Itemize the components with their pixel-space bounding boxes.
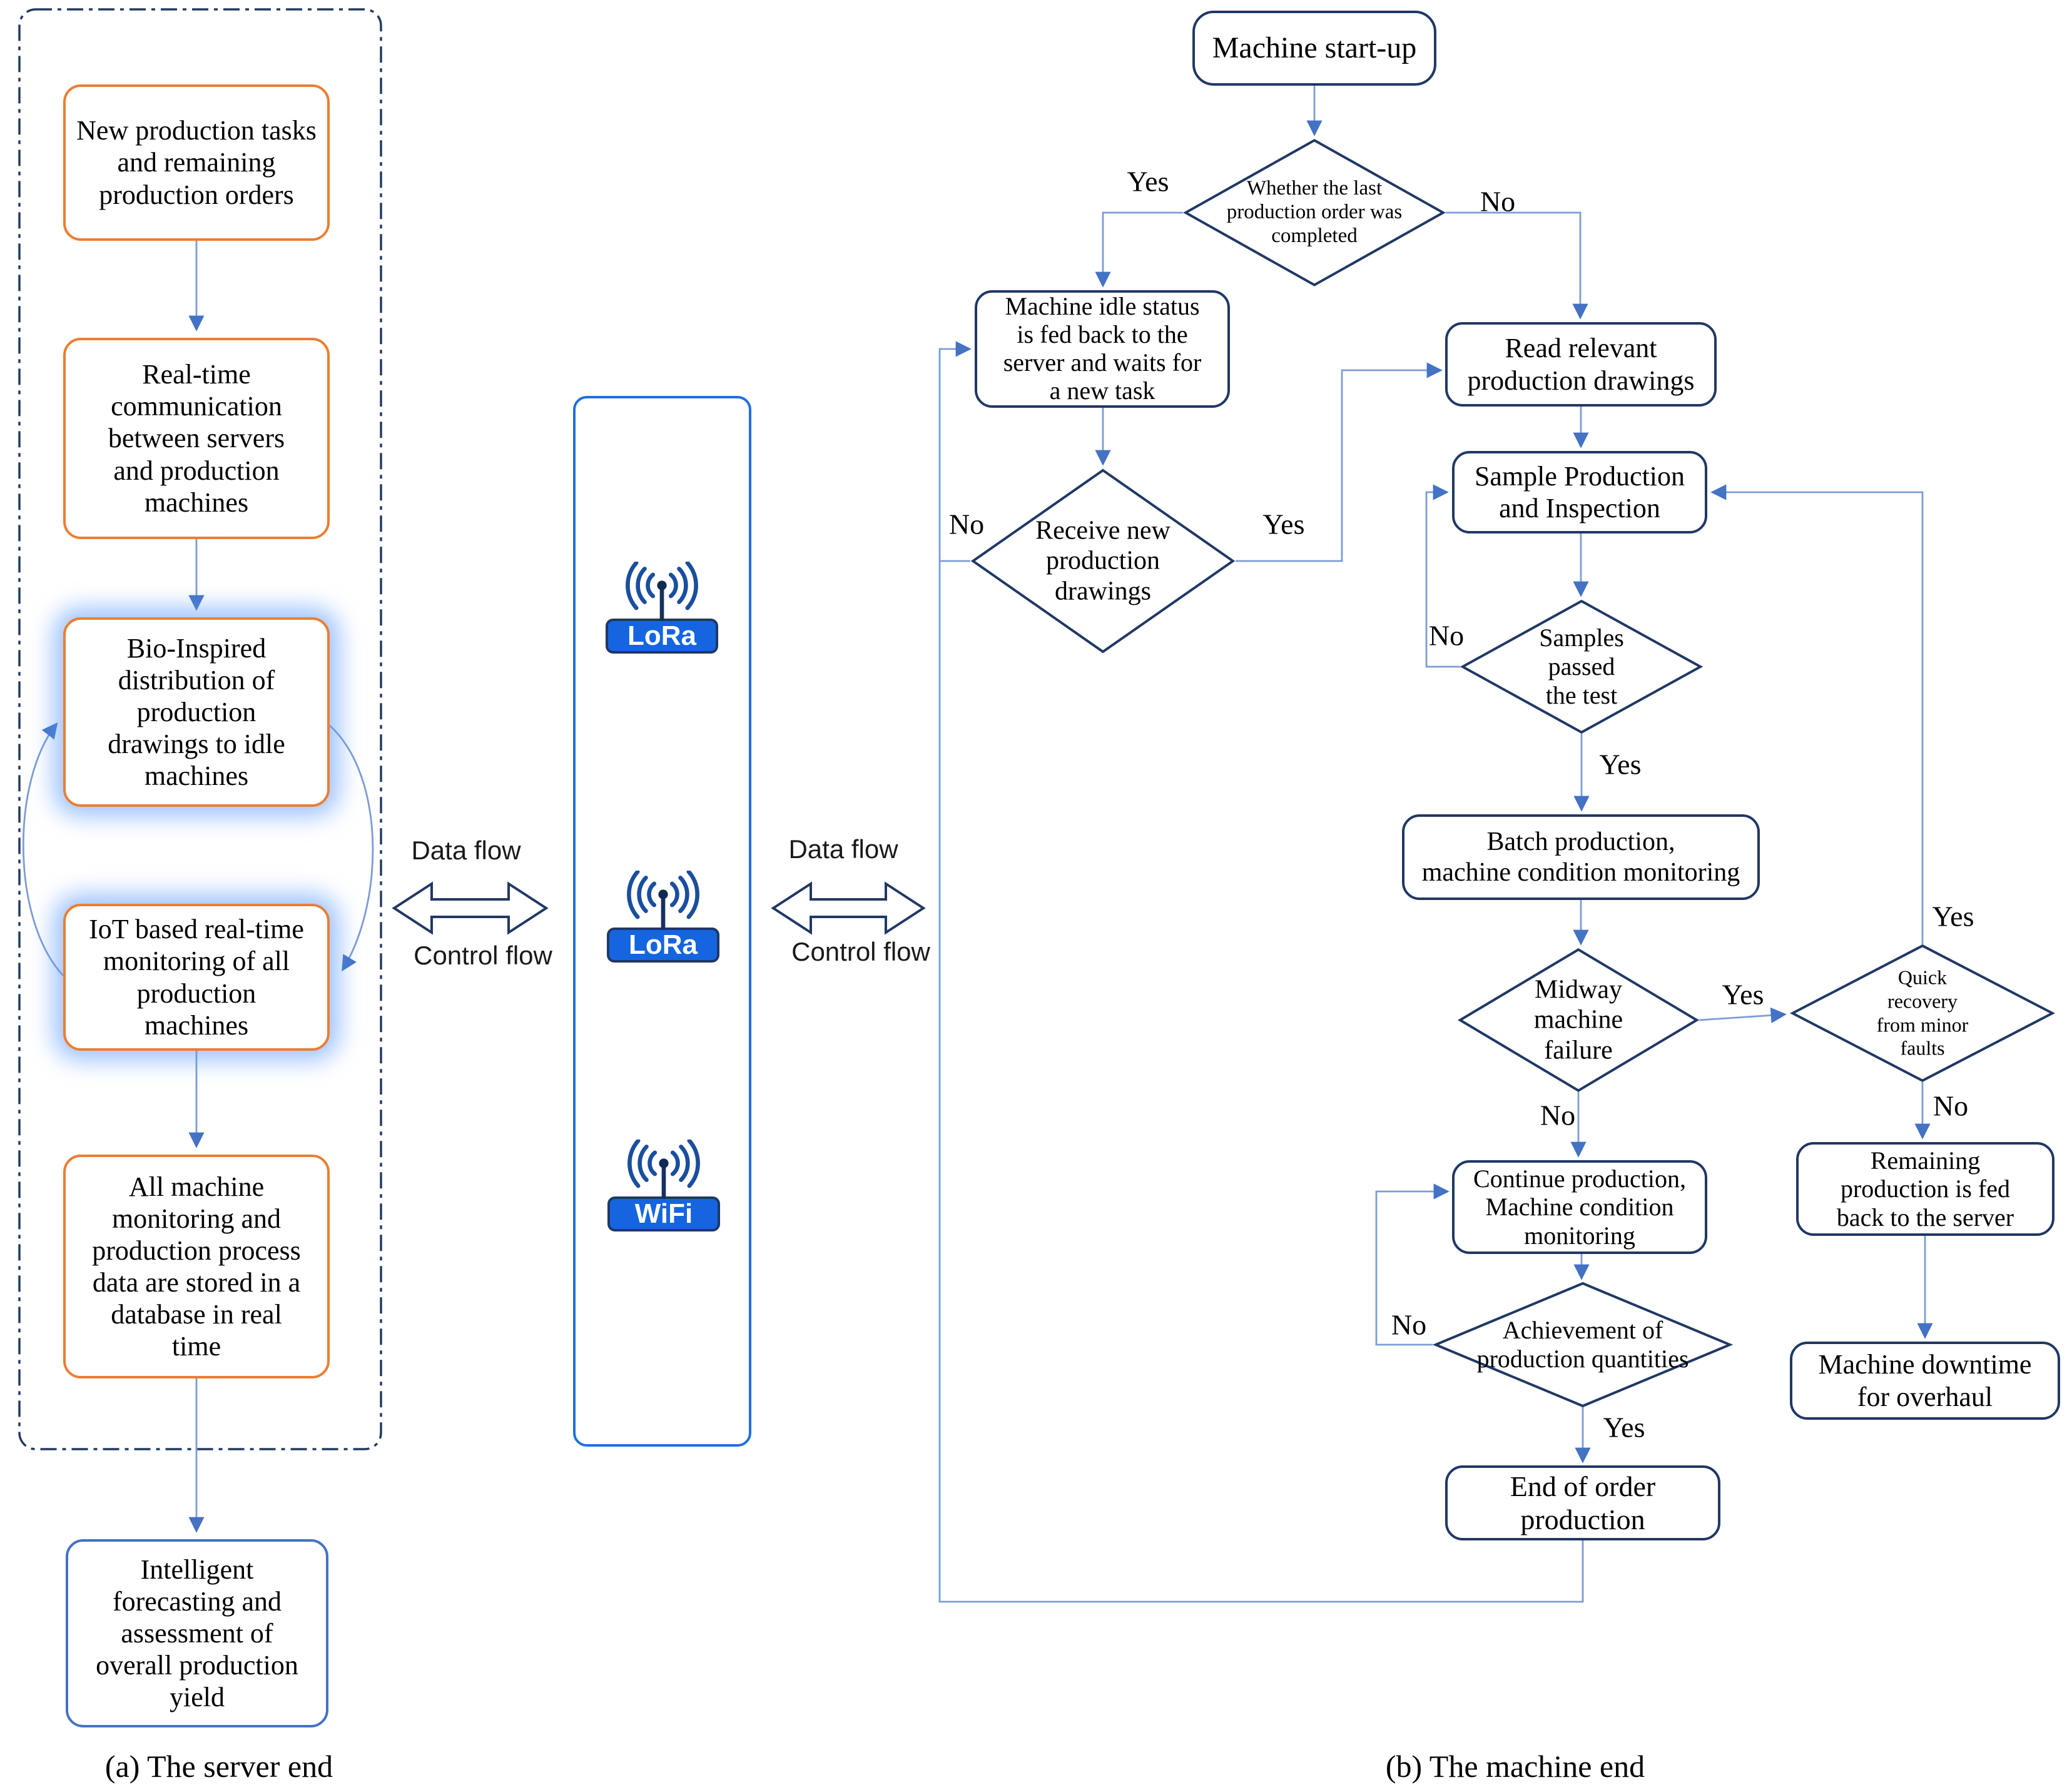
loop-samples-no [1425, 484, 1460, 668]
edge-label-yes: Yes [1932, 900, 1974, 933]
decision-midway-failure: Midway machine failure [1458, 948, 1699, 1092]
machine-node-remaining-production-label: Remaining production is fed back to the … [1836, 1146, 2014, 1231]
arc-bio-to-iot [329, 724, 374, 972]
server-node-realtime-communication-label: Real-time communication between servers … [108, 359, 285, 518]
edge-label-no: No [1540, 1099, 1576, 1131]
server-node-realtime-communication: Real-time communication between servers … [63, 338, 330, 539]
arrow-whether-no [1446, 211, 1588, 320]
decision-receive-drawings-label: Receive new production drawings [1035, 516, 1171, 606]
edge-label-yes: Yes [1127, 165, 1169, 198]
machine-node-idle-status: Machine idle status is fed back to the s… [975, 290, 1230, 408]
edge-label-yes: Yes [1262, 508, 1305, 540]
machine-node-continue-production: Continue production, Machine condition m… [1452, 1160, 1707, 1254]
decision-receive-drawings: Receive new production drawings [970, 468, 1236, 654]
gateway-device-lora-2: LoRa [582, 871, 744, 963]
machine-node-read-drawings: Read relevant production drawings [1445, 322, 1717, 407]
edge-label-no: No [948, 508, 985, 540]
machine-node-batch-production: Batch production, machine condition moni… [1402, 814, 1760, 900]
data-flow-label-left: Data flow [411, 836, 521, 865]
lora-badge: LoRa [606, 619, 718, 654]
diamond-shape [1790, 944, 2055, 1082]
decision-samples-passed: Samples passed the test [1460, 600, 1703, 734]
diamond-shape [1183, 139, 1446, 286]
edge-label-no: No [1932, 1090, 1969, 1122]
machine-node-read-drawings-label: Read relevant production drawings [1467, 333, 1695, 396]
server-panel-border [18, 8, 382, 1450]
caption-machine-end: (b) The machine end [1385, 1749, 1645, 1784]
control-flow-label-left: Control flow [414, 941, 552, 970]
gateway-device-wifi: WiFi [582, 1140, 745, 1231]
server-node-forecasting: Intelligent forecasting and assessment o… [66, 1539, 328, 1727]
machine-node-end-of-order-label: End of order production [1510, 1470, 1656, 1535]
machine-node-downtime-label: Machine downtime for overhaul [1818, 1349, 2032, 1412]
server-node-bio-inspired: Bio-Inspired distribution of production … [63, 617, 330, 807]
machine-node-sample-production: Sample Production and Inspection [1452, 451, 1707, 533]
decision-samples-passed-label: Samples passed the test [1539, 624, 1624, 709]
decision-achievement-quantities: Achievement of production quantities [1433, 1282, 1733, 1407]
dataflow-double-arrow-left-icon [392, 881, 549, 935]
decision-midway-failure-label: Midway machine failure [1533, 975, 1623, 1065]
server-node-iot-monitoring-label: IoT based real-time monitoring of all pr… [89, 914, 304, 1041]
arrow-whether-yes [1095, 211, 1183, 288]
decision-whether-last-order: Whether the last production order was co… [1183, 139, 1446, 286]
control-flow-label-right: Control flow [791, 937, 930, 966]
dataflow-double-arrow-right-icon [771, 881, 926, 935]
arc-iot-to-bio [22, 722, 64, 976]
edge-label-yes: Yes [1722, 978, 1764, 1011]
server-node-database-label: All machine monitoring and production pr… [92, 1171, 301, 1362]
machine-node-startup: Machine start-up [1192, 11, 1436, 86]
wifi-antenna-icon [627, 1140, 700, 1199]
machine-node-continue-production-label: Continue production, Machine condition m… [1473, 1164, 1686, 1250]
diamond-shape [1458, 948, 1699, 1092]
decision-whether-last-order-label: Whether the last production order was co… [1226, 177, 1403, 247]
wifi-badge: WiFi [607, 1196, 720, 1231]
diamond-shape [1433, 1282, 1733, 1407]
diamond-shape [970, 468, 1236, 654]
decision-achievement-quantities-label: Achievement of production quantities [1476, 1316, 1689, 1373]
server-node-database: All machine monitoring and production pr… [63, 1155, 330, 1378]
machine-node-end-of-order: End of order production [1445, 1465, 1720, 1540]
machine-node-downtime: Machine downtime for overhaul [1790, 1342, 2060, 1420]
edge-label-yes: Yes [1599, 748, 1642, 781]
loop-achievement-no [1375, 1183, 1450, 1346]
edge-label-no: No [1480, 185, 1516, 218]
antenna-icon [626, 562, 698, 621]
server-node-new-tasks: New production tasks and remaining produ… [63, 84, 330, 241]
arrow-receive-yes [1236, 362, 1443, 562]
server-node-bio-inspired-label: Bio-Inspired distribution of production … [108, 632, 285, 792]
edge-label-no: No [1391, 1308, 1427, 1341]
machine-node-sample-production-label: Sample Production and Inspection [1474, 460, 1685, 523]
machine-node-startup-label: Machine start-up [1212, 31, 1417, 65]
server-node-forecasting-label: Intelligent forecasting and assessment o… [96, 1554, 298, 1713]
server-node-iot-monitoring: IoT based real-time monitoring of all pr… [63, 904, 330, 1051]
edge-label-no: No [1428, 619, 1465, 652]
decision-quick-recovery: Quick recovery from minor faults [1790, 944, 2055, 1082]
antenna-icon [627, 871, 699, 930]
server-node-new-tasks-label: New production tasks and remaining produ… [76, 115, 317, 210]
data-flow-label-right: Data flow [788, 834, 898, 864]
lora-badge: LoRa [607, 928, 719, 963]
loop-quick-yes-to-sample [1710, 484, 1924, 944]
loop-end-to-idle [938, 341, 1584, 1603]
decision-quick-recovery-label: Quick recovery from minor faults [1876, 966, 1969, 1059]
arrow-midway-yes [1699, 1007, 1787, 1023]
machine-node-batch-production-label: Batch production, machine condition moni… [1421, 827, 1740, 887]
edge-label-yes: Yes [1603, 1411, 1645, 1444]
diamond-shape [1460, 600, 1703, 734]
gateway-device-lora-1: LoRa [581, 562, 743, 654]
machine-node-idle-status-label: Machine idle status is fed back to the s… [1003, 292, 1202, 405]
caption-server-end: (a) The server end [104, 1749, 333, 1784]
machine-node-remaining-production: Remaining production is fed back to the … [1796, 1142, 2054, 1236]
